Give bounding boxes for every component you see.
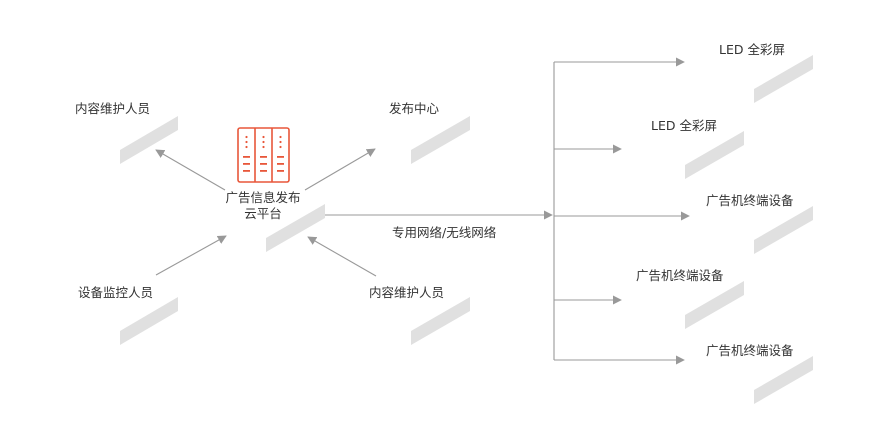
role-label-bottom-right: 内容维护人员 (369, 285, 445, 300)
stripe-center (266, 204, 325, 252)
server-rack-icon (237, 127, 290, 183)
stripe-terminal-4 (685, 281, 744, 329)
stripe-terminal-5 (754, 356, 813, 404)
network-label: 专用网络/无线网络 (392, 225, 497, 240)
stripe-bottom-right (411, 297, 470, 345)
arrow-to-top-left-role (155, 149, 226, 191)
terminal-label: 广告机终端设备 (706, 193, 794, 208)
terminal-label: LED 全彩屏 (719, 42, 785, 57)
stripe-terminal-3 (754, 206, 813, 254)
arrow-from-bottom-left-role (155, 235, 227, 276)
terminal-label: 广告机终端设备 (636, 268, 724, 283)
role-label-top-right: 发布中心 (389, 101, 440, 116)
terminal-label: LED 全彩屏 (651, 118, 717, 133)
role-arrows (155, 148, 377, 277)
network-arrows (325, 57, 690, 365)
stripe-top-right (411, 116, 470, 164)
stripe-terminal-2 (685, 131, 744, 179)
stripe-top-left (120, 116, 178, 164)
role-label-bottom-left: 设备监控人员 (78, 285, 154, 300)
arrow-from-bottom-right-role (307, 236, 377, 277)
role-label-top-left: 内容维护人员 (75, 101, 151, 116)
platform-label-line1: 广告信息发布 (225, 190, 301, 205)
terminal-label: 广告机终端设备 (706, 343, 794, 358)
platform-label-line2: 云平台 (244, 206, 282, 221)
arrow-to-top-right-role (304, 148, 376, 191)
stripe-bottom-left (120, 297, 178, 345)
placeholder-stripes (120, 55, 813, 404)
stripe-terminal-1 (754, 55, 813, 103)
